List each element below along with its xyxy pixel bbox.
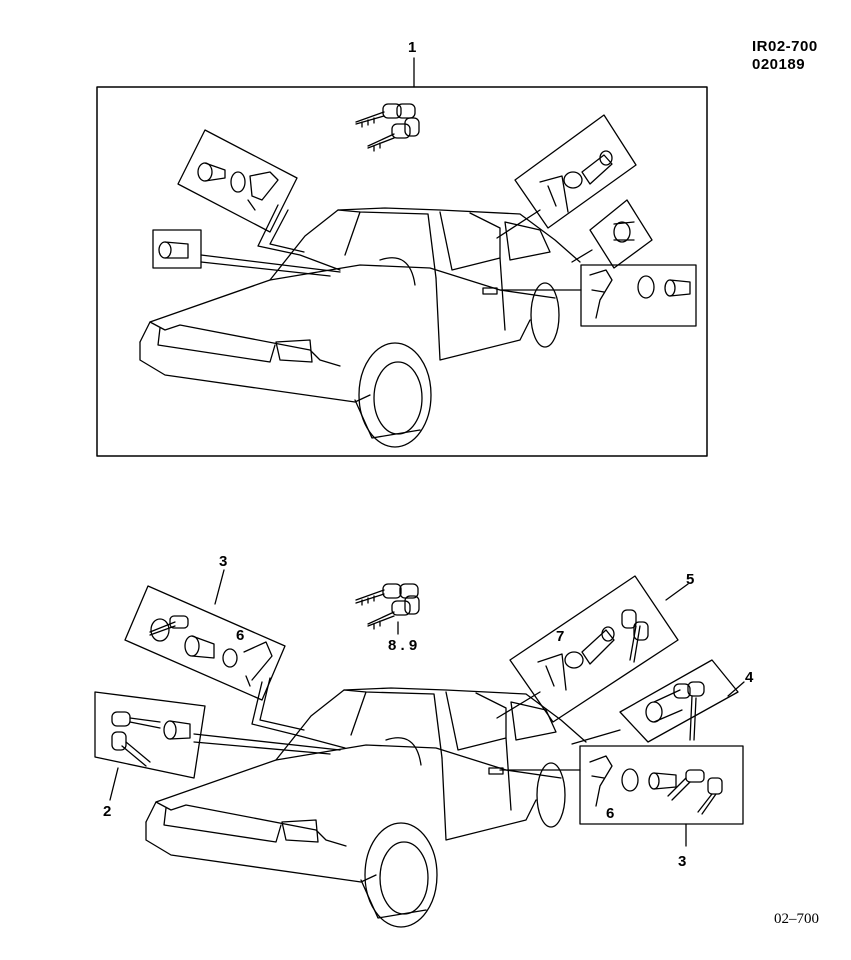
diagram-code-line1: IR02-700 [752,38,818,55]
callout-6-upper: 6 [236,627,244,644]
hatch-lock-detail [177,129,298,233]
hood-lock-detail [152,229,202,269]
door-lock-detail-lower-lower [579,745,744,825]
leader-lines-lower [193,677,621,771]
door-lock-detail-lower [580,264,697,327]
callout-leader [109,767,119,801]
callout-5: 5 [686,571,694,588]
callout-1: 1 [408,39,416,56]
leader-lines [200,204,593,291]
bottom-assembly: 8 . 9 3 6 2 5 [94,553,754,928]
hood-lock-detail-lower [94,691,206,779]
door-lock-detail-upper [514,114,637,229]
key-set-icon [355,103,420,152]
callout-4: 4 [745,669,754,686]
key-set-icon-lower [355,583,420,635]
callout-7: 7 [556,628,564,645]
callout-leader [214,569,225,605]
diagram-code-line2: 020189 [752,56,806,73]
fuel-lid-detail [589,199,653,269]
car-illustration-lower [145,687,587,928]
callout-leader [665,583,689,601]
door-lock-detail-upper-lower [509,575,679,723]
car-illustration [139,207,581,448]
page-reference: 02–700 [774,911,819,927]
assembly-frame [96,86,708,457]
fuel-lid-detail-lower [619,659,739,743]
callout-8-9: 8 . 9 [388,637,417,654]
callout-3-upper: 3 [219,553,227,570]
callout-2: 2 [103,803,111,820]
hatch-lock-detail-lower [124,585,286,701]
callout-6-lower: 6 [606,805,614,822]
top-assembly: 1 [96,39,708,457]
callout-3-lower: 3 [678,853,686,870]
